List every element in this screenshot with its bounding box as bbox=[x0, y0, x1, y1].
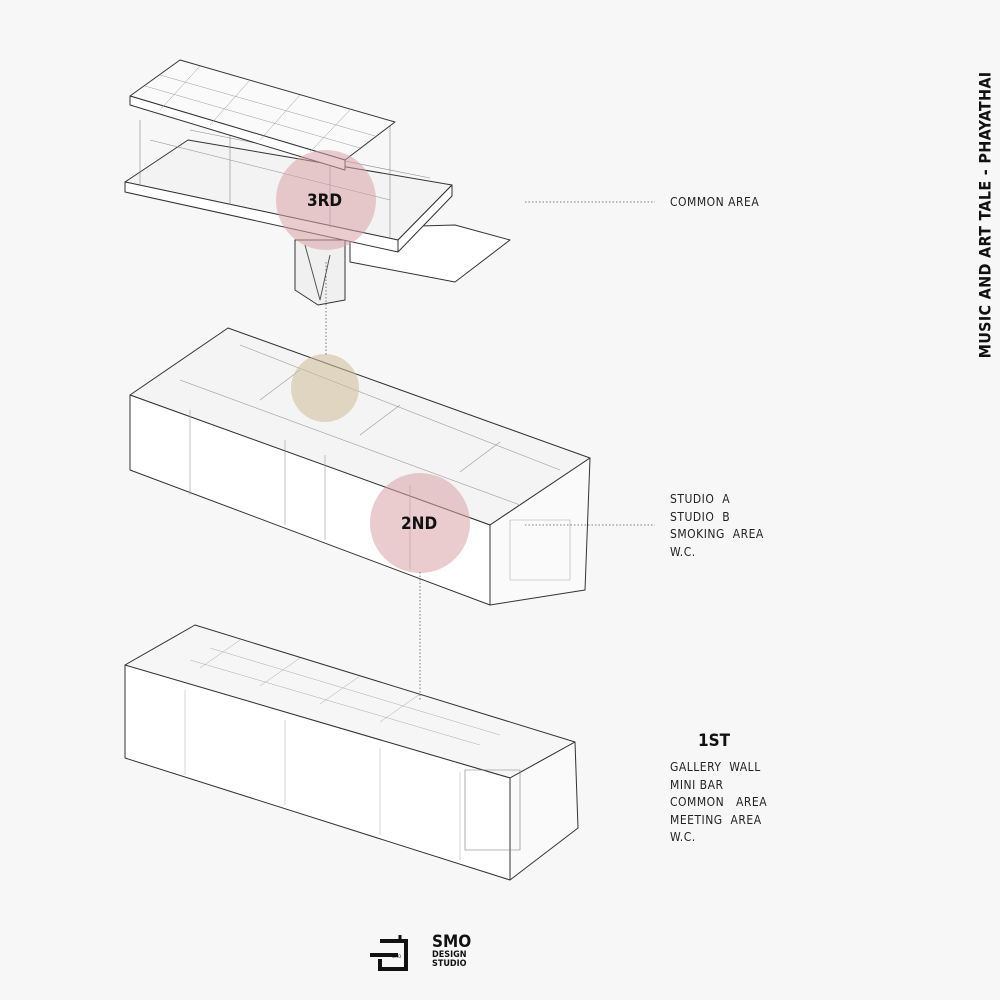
area-label: SMOKING AREA bbox=[670, 527, 764, 541]
area-label: W.C. bbox=[670, 830, 696, 844]
area-label: GALLERY WALL bbox=[670, 760, 761, 774]
area-label: MEETING AREA bbox=[670, 812, 762, 827]
floor-2-areas: STUDIO A STUDIO B SMOKING AREA W.C. bbox=[670, 491, 764, 561]
brand-studio: STUDIO bbox=[432, 959, 467, 969]
stair-highlight bbox=[291, 354, 359, 422]
brand-design: DESIGN bbox=[432, 950, 467, 960]
area-label: COMMON AREA bbox=[670, 795, 768, 809]
area-label: STUDIO B bbox=[670, 509, 731, 524]
floor-2-model bbox=[129, 327, 591, 606]
area-label: COMMON AREA bbox=[670, 195, 760, 209]
floor-3-areas: COMMON AREA bbox=[670, 194, 759, 212]
floor-2-highlight bbox=[370, 473, 470, 573]
svg-text:SMO: SMO bbox=[392, 954, 401, 959]
floor-badge-3rd: 3RD bbox=[307, 191, 343, 211]
brand-smo: SMO bbox=[432, 932, 472, 952]
area-label: MINI BAR bbox=[670, 777, 724, 792]
area-label: W.C. bbox=[670, 544, 696, 559]
floor-badge-2nd: 2ND bbox=[401, 514, 438, 534]
project-title: MUSIC AND ART TALE - PHAYATHAI bbox=[975, 71, 995, 359]
smo-logo-mark: SMO bbox=[370, 935, 408, 971]
brand-name: SMO DESIGN STUDIO bbox=[432, 934, 471, 969]
floor-3-highlight bbox=[276, 150, 376, 250]
area-label: STUDIO A bbox=[670, 492, 731, 506]
floor-1-model bbox=[124, 624, 579, 881]
floor-1-areas: GALLERY WALL MINI BAR COMMON AREA MEETIN… bbox=[670, 759, 767, 847]
floor-heading-1st: 1ST bbox=[698, 731, 731, 751]
